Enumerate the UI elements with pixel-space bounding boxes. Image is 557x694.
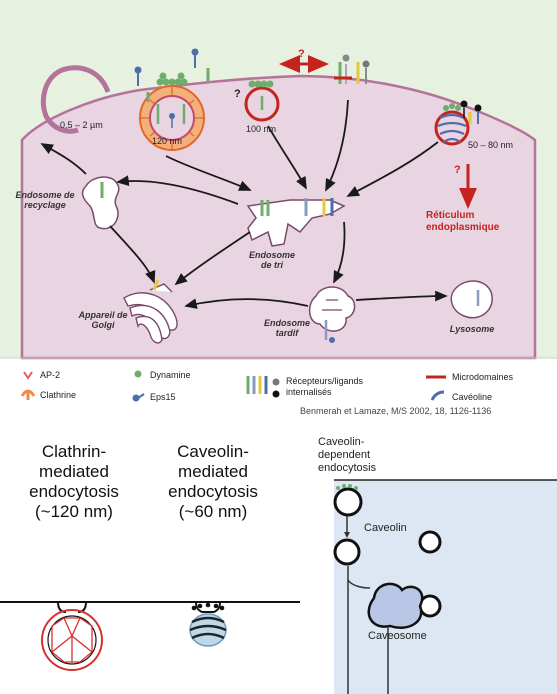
dynamin-vesicle: [244, 80, 280, 122]
late-endosome-label: Endosome tardif: [263, 318, 310, 338]
legend-eps15: Eps15: [150, 392, 176, 402]
question-mark-1: ?: [234, 88, 241, 100]
surface-receptors: [134, 48, 210, 102]
question-mark-3: ?: [454, 164, 461, 176]
size-label-100: 100 nm: [246, 124, 277, 134]
er-label: Réticulum endoplasmique: [426, 210, 500, 233]
citation: Benmerah et Lamaze, M/S 2002, 18, 1126-1…: [300, 406, 492, 416]
lysosome-shape: [450, 280, 493, 319]
clathrin-coated-pit: [139, 85, 205, 151]
dynamin-collar: [156, 72, 188, 86]
clathrin-title: Clathrin-mediated endocytosis (~120 nm): [29, 442, 119, 521]
caveola-vesicle: [189, 601, 227, 647]
legend-ap2: AP-2: [40, 370, 61, 380]
golgi-label: Appareil de Golgi: [78, 310, 128, 330]
caveolin-label: Caveolin: [364, 522, 407, 534]
clathrin-vesicle: [41, 601, 103, 671]
caveolin-panel-cell: [334, 480, 557, 694]
caveolin-title: Caveolin-mediated endocytosis (~60 nm): [168, 442, 258, 521]
legend-receptors: Récepteurs/ligands internalisés: [286, 376, 364, 397]
caveolin-dots: [336, 484, 358, 490]
late-endosome-shape: [308, 286, 356, 343]
caveosome-label: Caveosome: [368, 630, 427, 642]
legend-microdomains: Microdomaines: [452, 372, 514, 382]
size-label-120: 120 nm: [152, 136, 183, 146]
caveola: [434, 100, 482, 146]
caveolin-panel-title: Caveolin-dependent endocytosis: [318, 436, 377, 474]
caveolin-panel-arrows: [346, 516, 371, 694]
pathway-arrows: [40, 99, 448, 309]
legend-symbols: [20, 370, 446, 402]
recycling-endosome-shape: [81, 176, 120, 230]
microdomain-receptors: [334, 54, 370, 84]
legend-dynamin: Dynamine: [150, 370, 191, 380]
sorting-endosome-label: Endosome de tri: [248, 250, 295, 270]
recycling-endosome-label: Endosome de recyclage: [15, 190, 75, 210]
size-label-caveola: 50 – 80 nm: [468, 140, 514, 150]
question-mark-2: ?: [298, 48, 305, 60]
caveosome-shape: [367, 582, 424, 694]
comparison-diagram: [0, 430, 557, 694]
macropinosome-vesicle: [40, 65, 111, 134]
legend-clathrin: Clathrine: [40, 390, 77, 400]
legend-caveolin: Cavéoline: [452, 392, 493, 402]
size-label-large: 0,5 – 2 µm: [60, 120, 103, 130]
endocytosis-pathways-figure: 0,5 – 2 µm 120 nm 100 nm 50 – 80 nm ? ? …: [0, 0, 557, 416]
pathways-diagram: [0, 0, 557, 402]
lysosome-label: Lysosome: [449, 324, 495, 334]
endocytosis-comparison-figure: Clathrin-mediated endocytosis (~120 nm) …: [0, 430, 557, 694]
